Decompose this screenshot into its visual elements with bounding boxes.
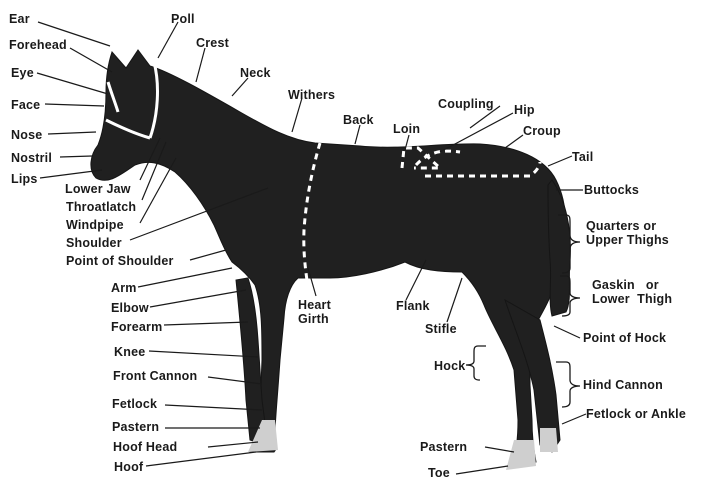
- label-poll: Poll: [171, 12, 195, 26]
- label-face: Face: [11, 98, 40, 112]
- label-knee: Knee: [114, 345, 145, 359]
- label-forehead: Forehead: [9, 38, 67, 52]
- label-quarters-or-upper-thighs: Quarters or Upper Thighs: [586, 219, 669, 247]
- label-hip: Hip: [514, 103, 535, 117]
- label-fetlock: Fetlock: [112, 397, 157, 411]
- label-front-cannon: Front Cannon: [113, 369, 197, 383]
- label-croup: Croup: [523, 124, 561, 138]
- label-gaskin-or-lower-thigh: Gaskin or Lower Thigh: [592, 278, 672, 306]
- label-tail: Tail: [572, 150, 593, 164]
- label-neck: Neck: [240, 66, 271, 80]
- label-lips: Lips: [11, 172, 38, 186]
- label-point-of-hock: Point of Hock: [583, 331, 666, 345]
- label-withers: Withers: [288, 88, 335, 102]
- label-hock: Hock: [434, 359, 465, 373]
- label-heart-girth: Heart Girth: [298, 298, 331, 326]
- label-pastern-front: Pastern: [112, 420, 159, 434]
- label-nostril: Nostril: [11, 151, 52, 165]
- leg-markings: [248, 420, 558, 470]
- label-eye: Eye: [11, 66, 34, 80]
- label-hoof: Hoof: [114, 460, 143, 474]
- label-back: Back: [343, 113, 374, 127]
- label-pastern-hind: Pastern: [420, 440, 467, 454]
- label-coupling: Coupling: [438, 97, 494, 111]
- label-stifle: Stifle: [425, 322, 457, 336]
- label-hind-cannon: Hind Cannon: [583, 378, 663, 392]
- label-forearm: Forearm: [111, 320, 162, 334]
- label-nose: Nose: [11, 128, 42, 142]
- label-elbow: Elbow: [111, 301, 149, 315]
- label-hoof-head: Hoof Head: [113, 440, 177, 454]
- label-arm: Arm: [111, 281, 137, 295]
- label-loin: Loin: [393, 122, 420, 136]
- label-flank: Flank: [396, 299, 430, 313]
- label-ear: Ear: [9, 12, 30, 26]
- label-throatlatch: Throatlatch: [66, 200, 136, 214]
- label-lower-jaw: Lower Jaw: [65, 182, 131, 196]
- label-point-of-shoulder: Point of Shoulder: [66, 254, 174, 268]
- label-fetlock-or-ankle: Fetlock or Ankle: [586, 407, 686, 421]
- label-shoulder: Shoulder: [66, 236, 122, 250]
- label-toe: Toe: [428, 466, 450, 479]
- label-windpipe: Windpipe: [66, 218, 124, 232]
- label-crest: Crest: [196, 36, 229, 50]
- label-buttocks: Buttocks: [584, 183, 639, 197]
